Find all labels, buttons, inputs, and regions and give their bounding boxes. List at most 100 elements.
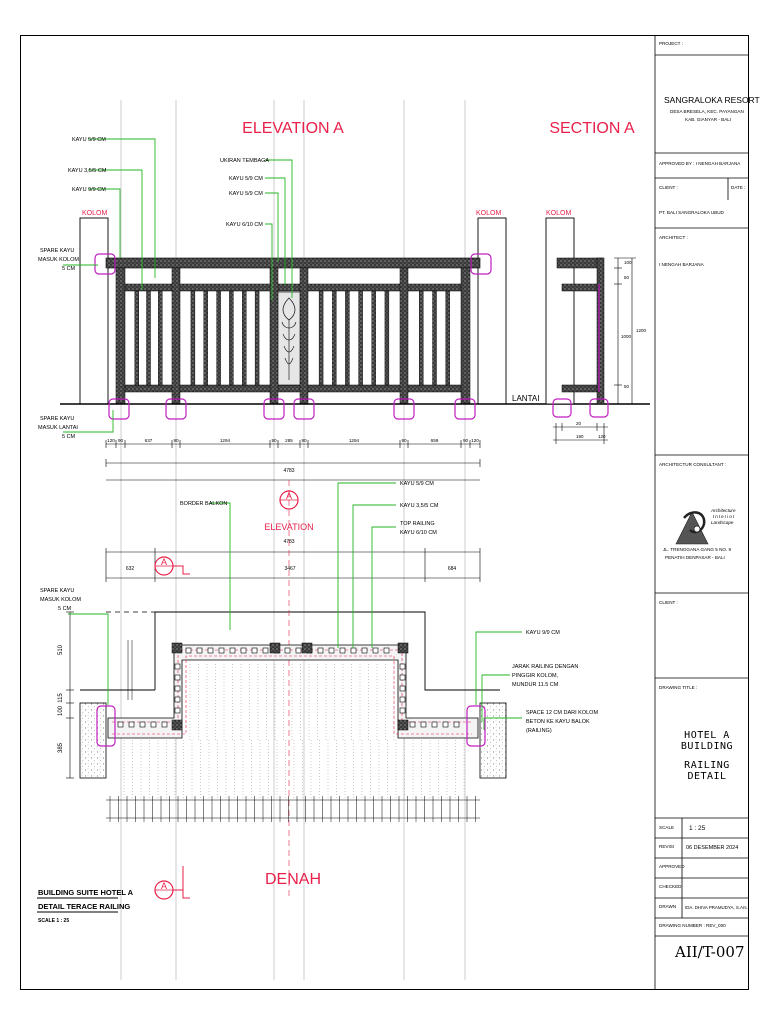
plan-block [240,647,247,654]
tb-drawing-number: AII/T-007 [675,943,745,961]
tb-consultant-addr1: JL. TRENGGANA GANG 5 NO. 9 [663,547,732,552]
label-kolom-section: KOLOM [546,210,571,217]
elevation-dim-text: 120 [107,438,115,443]
plan-block [196,647,203,654]
tb-project-label: PROJECT : [659,41,683,46]
baluster [134,290,140,386]
plan-view: A ELEVATION 4783 632 3467 684 A A [40,479,598,900]
elevation-total-dim: 4783 [283,468,294,474]
elevation-leaders [63,138,293,433]
drawing-frame [20,35,749,990]
section-vdim-4: 50 [624,384,630,389]
plan-block [128,721,135,728]
svg-text:A: A [161,557,167,567]
plan-block [383,647,390,654]
elevation-dim-text: 285 [285,438,293,443]
plan-label-space-3: (RAILING) [526,728,552,734]
tb-drawing-number-label: DRAWING NUMBER : rev_000 [659,923,726,928]
plan-block [150,721,157,728]
baluster [318,290,324,386]
consultant-logo [675,511,709,545]
plan-block [372,647,379,654]
baluster [158,290,163,386]
plan-label-spare-1: SPARE KAYU [40,588,74,594]
elevation-dim-text: 637 [145,438,153,443]
label-kayu-6-10: KAYU 6/10 CM [226,222,263,228]
plan-label-spare-3: 5 CM [58,606,72,612]
plan-block [361,647,368,654]
section-view: SECTION A 100 50 1000 50 1200 [545,120,647,444]
plan-label-top-railing-2: KAYU 6/10 CM [400,530,437,536]
label-ukiran: UKIRAN TEMBAGA [220,158,269,164]
tb-client2-label: CLIENT : [659,600,678,605]
section-vdim-1: 100 [624,260,632,265]
tb-approved-label: APPROVED [659,864,685,869]
section-hdim-3: 120 [598,434,606,439]
elevation-dim-text: 90 [118,438,124,443]
label-spare-lantai-3: 5 CM [62,434,76,440]
elevation-dim-text: 90 [301,438,307,443]
plan-kolom-right [479,702,507,779]
plan-block [431,721,438,728]
plan-dim-right: 684 [448,566,457,572]
baluster [146,290,151,386]
label-spare-kolom-1: SPARE KAYU [40,248,74,254]
title-block-grid [654,35,749,990]
tb-approved-by: APPROVED BY : I NENGAH BARJANA [659,161,741,166]
tb-architect-label: ARCHITECT : [659,235,688,240]
baluster [419,290,424,386]
balusters [134,290,450,386]
baluster [345,290,350,386]
spare-markers [94,253,492,420]
tb-project-name: SANGRALOKA RESORT [664,95,760,105]
baluster [216,290,221,386]
elevation-dim-text: 659 [431,438,439,443]
plan-block [251,647,258,654]
svg-text:A: A [161,881,167,891]
section-vdim-2: 50 [624,275,630,280]
tb-client-label: CLIENT : [659,185,678,190]
section-vdim-3: 1000 [621,334,632,339]
plan-block [339,647,346,654]
plan-block [174,707,181,714]
tb-checked-label: CHECKED [659,884,682,889]
tb-architect-name: I NENGAH BARJANA [659,262,704,267]
plan-label-spare-2: MASUK KOLOM [40,597,81,603]
section-hdim-2: 190 [576,434,584,439]
baluster [384,290,390,386]
baluster [242,290,247,386]
tb-project-addr2: KAB. GIANYAR - BALI [685,117,732,122]
plan-vdim-2: 115 [58,693,64,703]
label-kolom-left: KOLOM [82,210,107,217]
tb-drawing-title-2: RAILING DETAIL [684,760,730,782]
plan-label-space-2: BETON KE KAYU BALOK [526,719,590,725]
sheet-title: BUILDING SUITE HOTEL A DETAIL TERACE RAI… [37,888,134,924]
elevation-dim-text: 1294 [220,438,231,443]
plan-block [295,647,302,654]
plan-block [207,647,214,654]
tb-drawing-title-label: DRAWING TITLE : [659,685,698,690]
label-spare-kolom-2: MASUK KOLOM [38,257,79,263]
plan-block [139,721,146,728]
label-spare-lantai-2: MASUK LANTAI [38,425,78,431]
label-border-balkon: BORDER BALKON [180,501,227,507]
plan-block [174,674,181,681]
plan-vdim-3: 100 [58,705,64,716]
plan-dim-mid: 3467 [284,566,295,572]
kolom-right [477,217,507,405]
plan-block [218,647,225,654]
plan-label-top-railing-1: TOP RAILING [400,521,435,527]
tb-logo-line3: Landscape [711,520,734,525]
tb-scale-label: SCALE [659,825,675,830]
plan-label-jarak-2: PINGGIR KOLOM, [512,673,559,679]
elevation-dim-text: 90 [463,438,469,443]
plan-title: DENAH [265,871,321,888]
plan-block [161,721,168,728]
tb-drawn-value: IDA. DHIVA PRAMUDYA, S.Ars. [685,905,748,910]
label-kayu-3-5: KAYU 3,5/5 CM [68,168,107,174]
plan-block [399,707,406,714]
elevation-dim-text: 90 [401,438,407,443]
ukiran-panel [277,291,301,386]
